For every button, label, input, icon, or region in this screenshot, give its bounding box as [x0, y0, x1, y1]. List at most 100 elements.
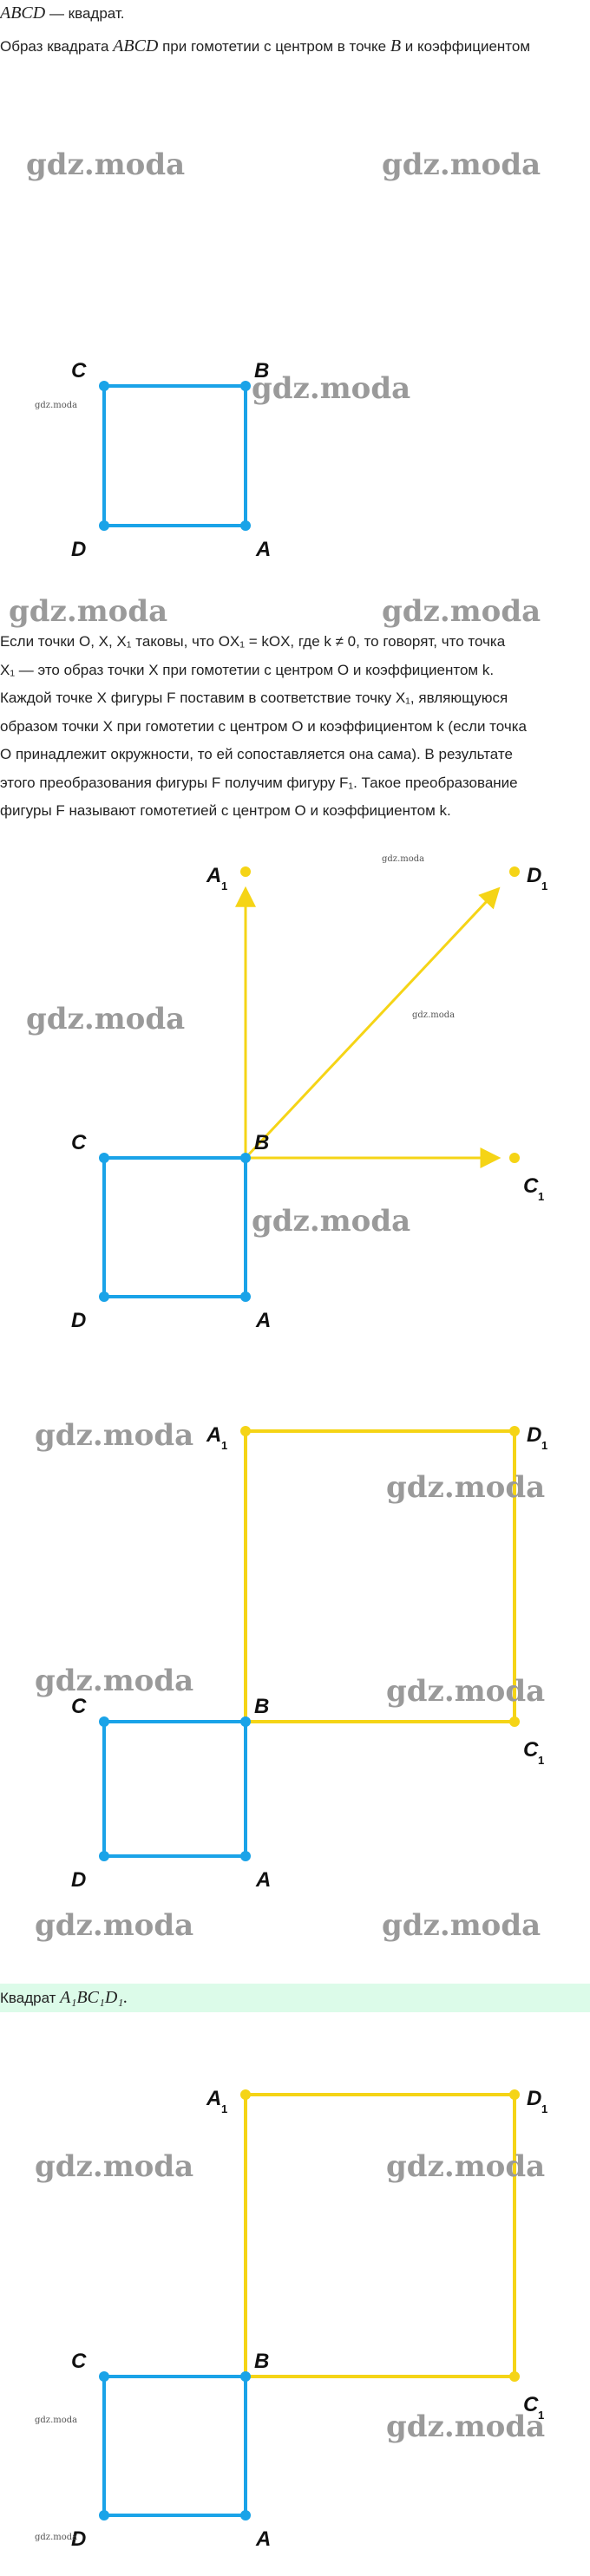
- definition-line: этого преобразования фигуры F получим фи…: [0, 774, 518, 791]
- subscript: 1: [221, 1439, 227, 1452]
- figure-1: C B D A: [71, 359, 271, 561]
- image-vertex-point: [509, 1716, 520, 1727]
- point-label-B: B: [254, 1131, 269, 1154]
- definition-line: X₁ — это образ точки X при гомотетии с ц…: [0, 661, 495, 678]
- image-vertex-point: [509, 866, 520, 877]
- answer-math: A₁BC₁D₁.: [60, 1988, 128, 2007]
- point-label-D: D: [71, 2527, 86, 2551]
- vertex-point: [99, 1851, 109, 1861]
- point-label-C: C: [71, 359, 87, 382]
- vertex-point: [99, 2510, 109, 2520]
- point-label-D1: D: [527, 1423, 541, 1447]
- original-square: [102, 1156, 247, 1298]
- watermark: gdz.moda: [35, 2149, 194, 2184]
- subscript: 1: [538, 1754, 544, 1767]
- intro-line-2: Образ квадрата ABCD при гомотетии с цент…: [0, 36, 531, 56]
- watermark: gdz.moda: [382, 147, 541, 182]
- point-label-C: C: [71, 2350, 87, 2373]
- watermark: gdz.moda: [9, 594, 168, 629]
- point-label-D: D: [71, 1868, 86, 1891]
- watermark: gdz.moda: [35, 401, 78, 410]
- vertex-point: [99, 381, 109, 391]
- point-label-D: D: [71, 1309, 86, 1331]
- watermark: gdz.moda: [382, 594, 541, 629]
- definition-line: Каждой точке X фигуры F поставим в соотв…: [0, 690, 508, 706]
- point-label-A: A: [255, 1309, 271, 1331]
- point-label-A1: A: [206, 1423, 221, 1447]
- point-label-C1: C: [523, 1738, 539, 1762]
- subscript: 1: [221, 879, 227, 892]
- image-vertex-point: [509, 1426, 520, 1436]
- image-vertex-point: [509, 1153, 520, 1163]
- watermark: gdz.moda: [26, 1002, 186, 1036]
- vertex-point: [240, 1153, 251, 1163]
- vertex-point: [240, 381, 251, 391]
- watermark: gdz.moda: [26, 147, 186, 182]
- point-label-C1: C: [523, 1174, 539, 1198]
- watermark: gdz.moda: [382, 854, 425, 864]
- vertex-point: [99, 1153, 109, 1163]
- answer-text: Квадрат: [0, 1990, 61, 2006]
- image-vertex-point: [509, 2371, 520, 2382]
- watermark: gdz.moda: [386, 1674, 546, 1709]
- vertex-point: [240, 1851, 251, 1861]
- original-square: [102, 1720, 247, 1858]
- point-label-D1: D: [527, 864, 541, 887]
- point-label-C1: C: [523, 2393, 539, 2416]
- watermark: gdz.moda: [35, 1664, 194, 1698]
- watermark: gdz.moda: [386, 1470, 546, 1505]
- subscript: 1: [538, 1190, 544, 1203]
- watermark: gdz.moda: [35, 1908, 194, 1943]
- vertex-point: [99, 520, 109, 531]
- original-square: [102, 384, 247, 527]
- watermark: gdz.moda: [35, 2416, 78, 2425]
- point-label-C: C: [71, 1131, 87, 1154]
- subscript: 1: [541, 1439, 547, 1452]
- subscript: 1: [541, 2102, 547, 2115]
- point-label-D1: D: [527, 2087, 541, 2110]
- image-vertex-point: [240, 1426, 251, 1436]
- watermark: gdz.moda: [412, 1010, 456, 1020]
- point-label-A1: A: [206, 2087, 221, 2110]
- watermark: gdz.moda: [252, 1204, 411, 1239]
- watermark: gdz.moda: [252, 371, 411, 406]
- image-vertex-point: [509, 2089, 520, 2100]
- image-vertex-point: [240, 2089, 251, 2100]
- intro-line-1: ABCD — квадрат.: [0, 3, 125, 23]
- point-label-B: B: [254, 359, 269, 382]
- vertex-point: [99, 2371, 109, 2382]
- vertex-point: [240, 2510, 251, 2520]
- watermark: gdz.moda: [35, 2533, 78, 2542]
- point-label-A: A: [255, 2527, 271, 2551]
- point-label-B: B: [254, 2350, 269, 2373]
- point-label-C: C: [71, 1695, 87, 1718]
- point-label-A1: A: [206, 864, 221, 887]
- subscript: 1: [538, 2409, 544, 2422]
- subscript: 1: [541, 879, 547, 892]
- arrow-BD1: [244, 886, 501, 1160]
- image-square: [244, 2093, 516, 2378]
- vertex-point: [240, 2371, 251, 2382]
- vertex-point: [99, 1291, 109, 1302]
- watermark: gdz.moda: [35, 1418, 194, 1453]
- subscript: 1: [221, 2102, 227, 2115]
- watermark: gdz.moda: [382, 1908, 541, 1943]
- answer-box: Квадрат A₁BC₁D₁.: [0, 1984, 590, 2012]
- watermark: gdz.moda: [386, 2409, 546, 2444]
- point-label-B: B: [254, 1695, 269, 1718]
- image-vertex-point: [240, 866, 251, 877]
- definition-line: Если точки O, X, X₁ таковы, что OX₁ = kO…: [0, 633, 506, 650]
- point-label-D: D: [71, 538, 86, 561]
- definition-paragraph: Если точки O, X, X₁ таковы, что OX₁ = kO…: [0, 628, 590, 826]
- point-label-A: A: [255, 538, 271, 561]
- watermark: gdz.moda: [386, 2149, 546, 2184]
- definition-line: образом точки X при гомотетии с центром …: [0, 717, 527, 735]
- vertex-point: [240, 520, 251, 531]
- definition-line: фигуры F называют гомотетией с центром O…: [0, 802, 451, 819]
- original-square: [102, 2375, 247, 2517]
- vertex-point: [99, 1716, 109, 1727]
